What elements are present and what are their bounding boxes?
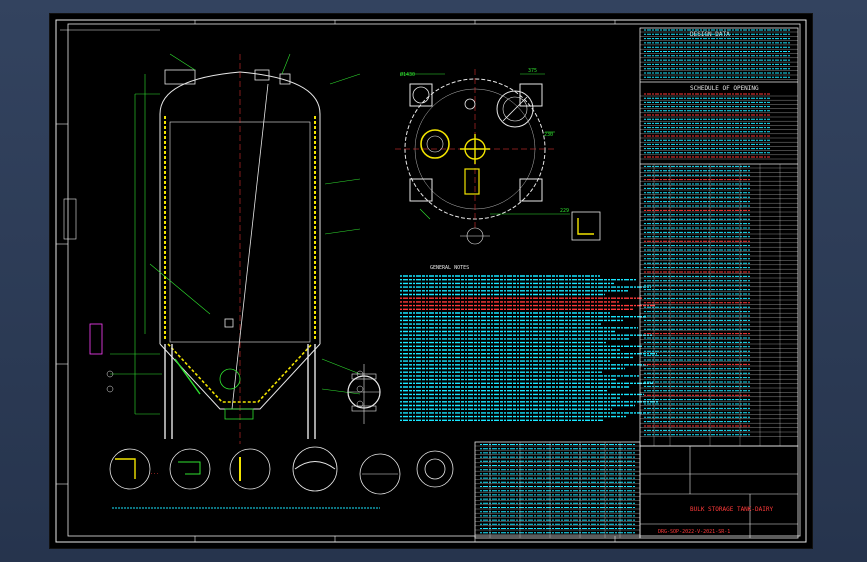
title-text: BULK STORAGE TANK-DAIRY bbox=[690, 506, 773, 513]
dim-top-left: Ø1430 bbox=[400, 71, 415, 78]
tank-elevation: ... bbox=[106, 53, 364, 476]
inner-frame bbox=[67, 23, 801, 537]
right-tables: DESIGN DATA SCHEDULE OF OPENING bbox=[639, 27, 799, 447]
border-frame bbox=[55, 19, 807, 543]
schedule-title: SCHEDULE OF OPENING bbox=[690, 85, 759, 92]
top-plan-view: Ø1430 375 230 229 bbox=[395, 68, 601, 245]
dim-top-bottom: 229 bbox=[560, 208, 569, 214]
dim-top-right-1: 375 bbox=[528, 68, 537, 74]
svg-text:...: ... bbox=[150, 470, 159, 476]
left-revision-strip bbox=[60, 29, 160, 355]
title-block: BULK STORAGE TANK-DAIRY DRG-SOP-2022-V-2… bbox=[639, 445, 799, 539]
notes-header: GENERAL NOTES bbox=[430, 265, 469, 271]
general-notes: GENERAL NOTES bbox=[400, 265, 658, 421]
grid-markers bbox=[56, 20, 616, 542]
drawing-number: DRG-SOP-2022-V-2021-SR-1 bbox=[658, 529, 730, 535]
dim-top-right-2: 230 bbox=[544, 132, 553, 138]
drawing-canvas: ... bbox=[55, 19, 807, 543]
drawing-sheet[interactable]: ... bbox=[50, 14, 812, 548]
parts-list bbox=[474, 441, 641, 539]
design-data-title: DESIGN DATA bbox=[690, 31, 730, 38]
detail-views bbox=[109, 364, 454, 509]
